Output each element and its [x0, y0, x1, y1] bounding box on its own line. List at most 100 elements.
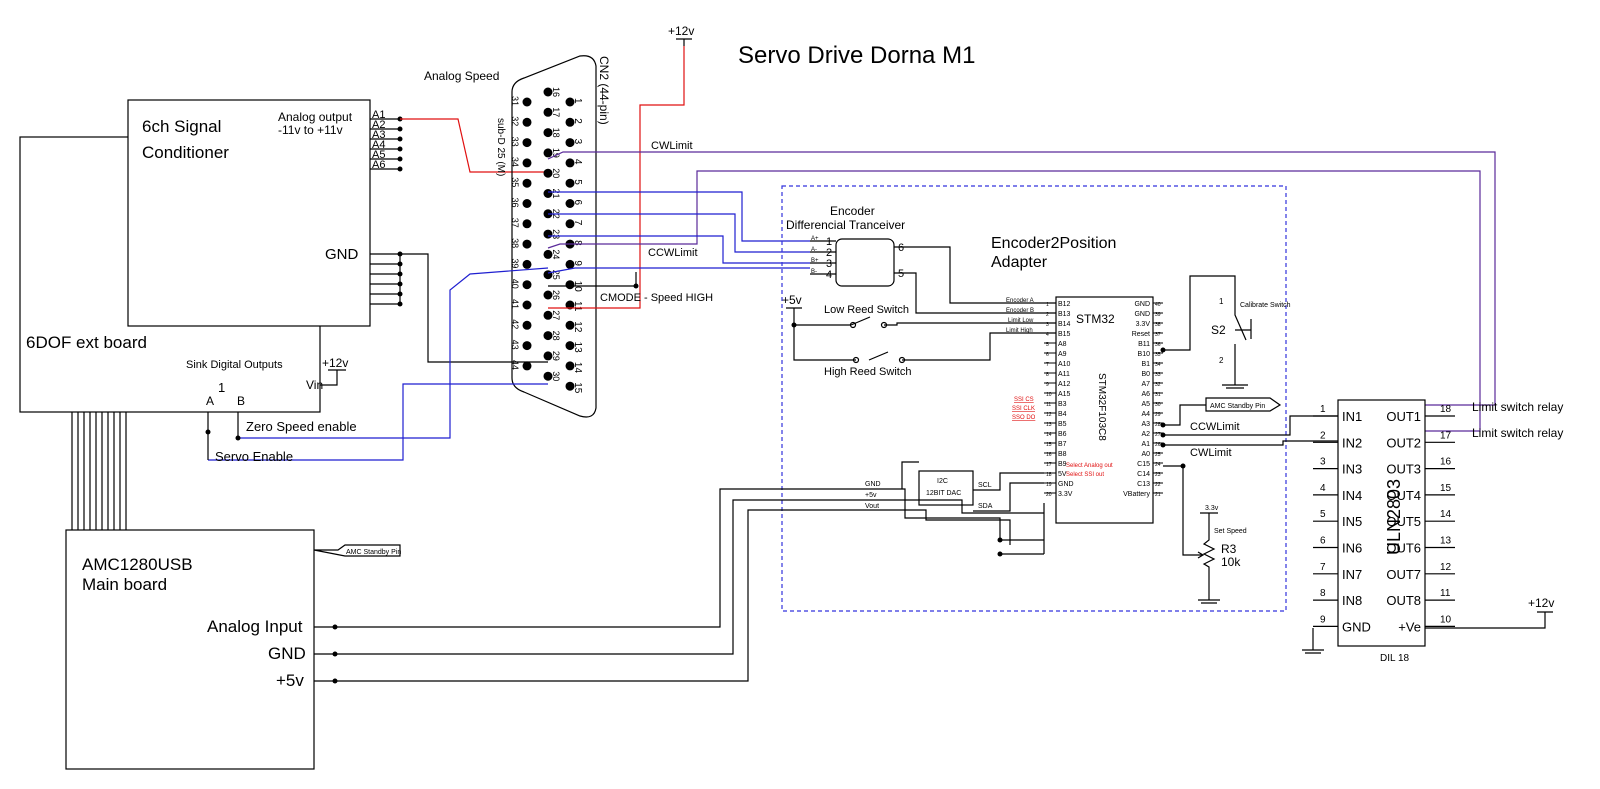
connector-pin-label: 34 — [510, 157, 520, 167]
dac-i2c-wires — [973, 472, 1044, 512]
stm32-pin-name: 3.3V — [1136, 321, 1151, 328]
connector-pin — [522, 320, 532, 330]
stm32-pin-num: 24 — [1155, 462, 1161, 468]
uln-pin-name: OUT1 — [1386, 409, 1421, 424]
connector-pin-label: 44 — [510, 360, 520, 370]
uln-pin-name: OUT8 — [1386, 593, 1421, 608]
uln-pin-name: IN3 — [1342, 462, 1362, 477]
sc-pin-dot — [397, 156, 403, 162]
amc-title-1: AMC1280USB — [82, 555, 193, 574]
reed-switch-wires — [793, 314, 1056, 361]
sig-ssi-cs: SSI CS — [1014, 397, 1034, 403]
connector-pin — [522, 239, 532, 249]
sink-a-junction — [205, 429, 211, 435]
connector-pin-label: 27 — [551, 310, 561, 320]
uln-pin-num: 12 — [1440, 562, 1452, 573]
stm32-pin-num: 32 — [1155, 382, 1161, 388]
uln-vcc-wire — [1425, 611, 1553, 629]
connector-pin — [543, 310, 553, 320]
uln-pin-name: OUT3 — [1386, 462, 1421, 477]
enc-a-minus-wire — [548, 213, 810, 253]
low-reed-label: Low Reed Switch — [824, 304, 909, 316]
stm32-pin-name: A12 — [1058, 381, 1071, 388]
connector-pin — [565, 361, 575, 371]
sig-ssi-do: SSO DO — [1012, 415, 1036, 421]
sig-encoder-b: Encoder B — [1006, 308, 1034, 314]
connector-pin-label: 19 — [551, 148, 561, 158]
sig-ssi-clk: SSI CLK — [1012, 406, 1035, 412]
stm32-pin-num: 21 — [1155, 492, 1161, 498]
pot-wiper-wire — [1163, 465, 1205, 559]
connector-pin — [522, 199, 532, 208]
uln-pin-name: OUT4 — [1386, 488, 1421, 503]
connector-pin-label: 35 — [510, 177, 520, 187]
connector-pin — [543, 107, 553, 117]
adapter-5v-label: +5v — [782, 293, 802, 307]
uln-pin-num: 13 — [1440, 536, 1452, 547]
connector-pin — [565, 341, 575, 351]
connector-pin — [522, 280, 532, 290]
connector-pin-label: 24 — [551, 249, 561, 259]
stm32-pin-num: 40 — [1155, 302, 1161, 308]
connector-pin-label: 17 — [551, 107, 561, 117]
connector-pin — [522, 219, 532, 229]
stm32-pin-name: B13 — [1058, 311, 1071, 318]
a2-junction — [1160, 442, 1166, 448]
enc-out-a-wire — [894, 246, 1056, 304]
uln-pin-name: IN8 — [1342, 593, 1362, 608]
stm32-pin-name: A9 — [1058, 351, 1067, 358]
servo-enable-label: Servo Enable — [215, 449, 293, 464]
amc-5v-wire — [335, 509, 1011, 682]
connector-pin — [522, 361, 532, 371]
stm32-pin-name: C13 — [1137, 481, 1150, 488]
adapter-5v-symbol — [786, 307, 802, 314]
connector-pin-label: 15 — [572, 382, 583, 394]
encoder-pin-name: B+ — [811, 258, 819, 264]
connector-pin — [522, 300, 532, 310]
stm32-pin-num: 5 — [1046, 342, 1049, 348]
stm32-pin-num: 13 — [1046, 422, 1052, 428]
enc-b-plus-wire — [548, 235, 810, 264]
stm32-pin-num: 33 — [1155, 372, 1161, 378]
gnd-to-connector-wire — [400, 253, 548, 363]
connector-pin-label: 1 — [572, 98, 583, 104]
pot-label: Set Speed — [1214, 528, 1247, 535]
connector-pin-label: 28 — [551, 331, 561, 341]
uln-pin-group: IN11IN22IN33IN44IN55IN66IN77IN88GND9OUT1… — [1313, 404, 1455, 634]
stm32-pin-num: 11 — [1046, 402, 1051, 408]
uln-gnd-symbol — [1302, 628, 1324, 654]
pot-junction — [1180, 463, 1186, 469]
connector-pin-label: 33 — [510, 137, 520, 147]
connector-pin-label: 12 — [572, 321, 583, 333]
stm32-pin-name: B6 — [1058, 431, 1067, 438]
stm32-pin-num: 9 — [1046, 382, 1049, 388]
encoder-pin-num: 6 — [898, 242, 904, 254]
uln-chip — [1337, 399, 1426, 647]
ccwlimit-right-label: CCWLimit — [1190, 421, 1240, 433]
uln-pin-name: +Ve — [1398, 619, 1421, 634]
sc-gnd-label: GND — [325, 246, 359, 263]
encoder-pin-num: 2 — [826, 247, 832, 259]
uln-pin-num: 5 — [1320, 509, 1326, 520]
uln-pin-name: IN1 — [1342, 409, 1362, 424]
stm32-pin-name: A5 — [1141, 401, 1150, 408]
sc-pin-dot — [397, 166, 403, 172]
diagram-title: Servo Drive Dorna M1 — [738, 42, 975, 69]
stm32-pin-name: C14 — [1137, 471, 1150, 478]
calibrate-junction — [1160, 347, 1166, 353]
stm32-pin-num: 26 — [1155, 442, 1161, 448]
stm32-pin-name: A15 — [1058, 391, 1071, 398]
stm32-pin-name: B11 — [1138, 341, 1150, 348]
stm32-pin-num: 17 — [1046, 462, 1052, 468]
low-reed-contact-b — [880, 321, 888, 329]
calibrate-switch-symbol — [1163, 275, 1252, 389]
connector-pin-label: 8 — [572, 240, 583, 246]
amc-title-2: Main board — [82, 575, 167, 594]
amc-standby-right-label: AMC Standby Pin — [1210, 403, 1265, 410]
stm32-pin-name: B1 — [1141, 361, 1150, 368]
uln-pin-num: 4 — [1320, 483, 1326, 494]
analog-output-line2: -11v to +11v — [278, 123, 343, 137]
connector-pin-label: 42 — [510, 319, 520, 329]
uln-pin-num: 6 — [1320, 536, 1326, 547]
